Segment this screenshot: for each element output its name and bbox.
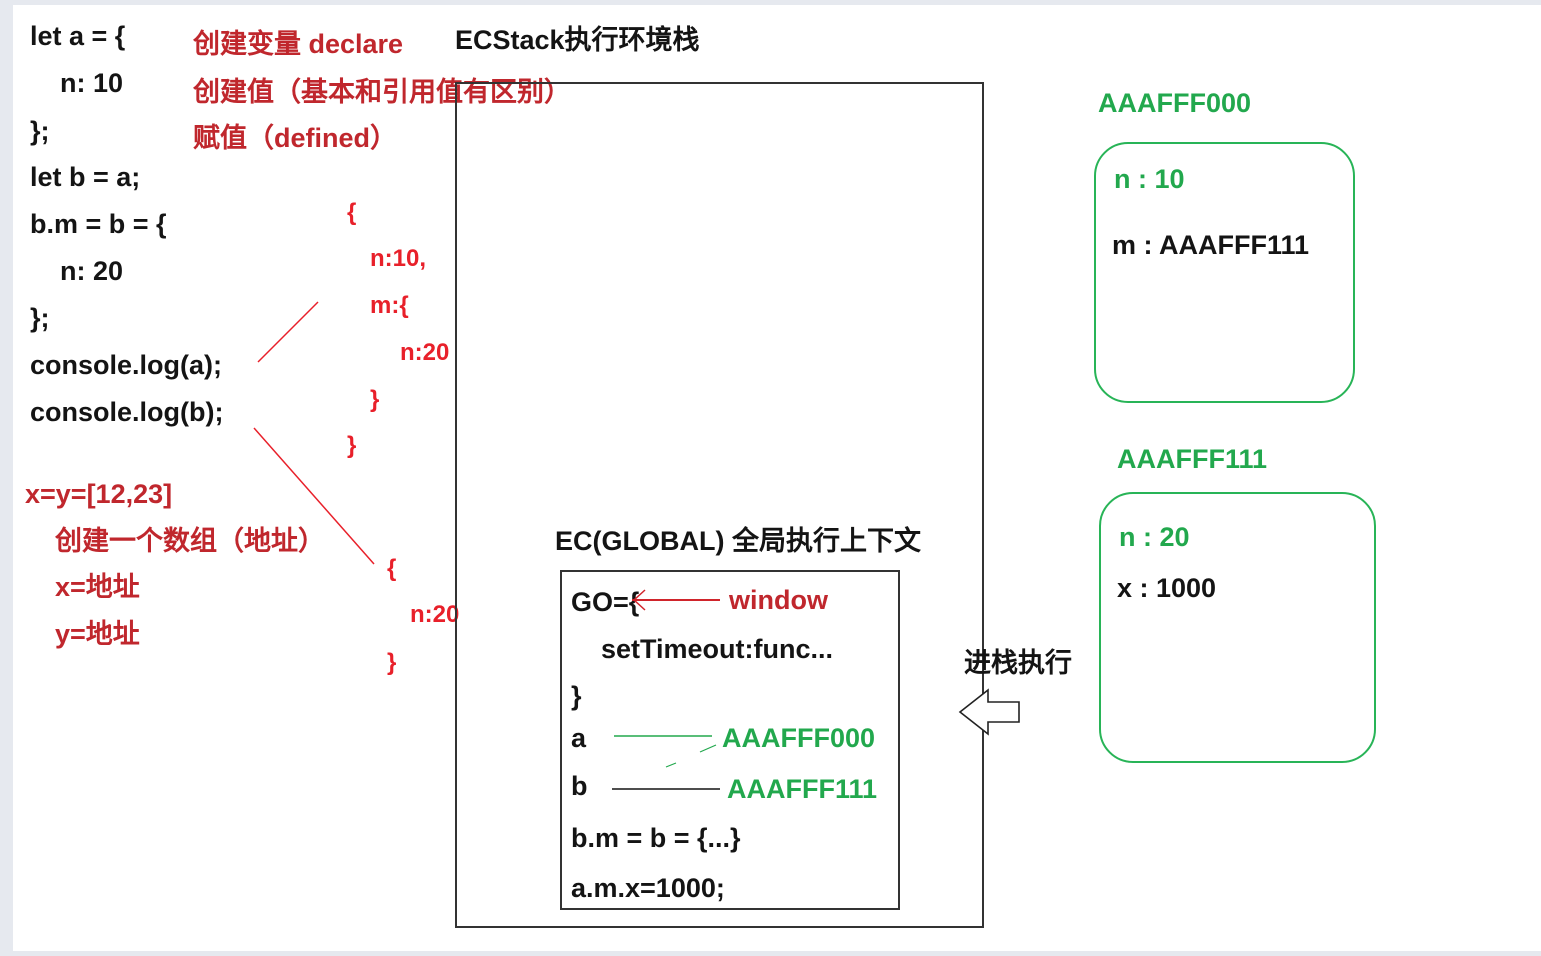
heap-obj1-address: AAAFFF000 [1098, 88, 1252, 118]
heap-obj2-box: n : 20 x : 1000 [1099, 492, 1376, 763]
note-assign: 赋值（defined） [193, 123, 398, 153]
var-b-address: AAAFFF111 [727, 774, 878, 804]
array-note-line: 创建一个数组（地址） [55, 526, 325, 556]
statement-amx: a.m.x=1000; [571, 873, 725, 903]
dash-mark [699, 744, 717, 753]
code-line: n: 20 [60, 256, 124, 286]
code-line: let a = { [30, 21, 126, 51]
note-declare: 创建变量 declare [193, 29, 404, 59]
var-a-address: AAAFFF000 [722, 723, 876, 753]
sketch-brace: } [347, 432, 357, 459]
sketch-link-line [257, 301, 319, 363]
settimeout-label: setTimeout:func... [601, 634, 834, 664]
ecstack-title: ECStack执行环境栈 [455, 25, 700, 55]
array-note-line: x=y=[12,23] [25, 479, 173, 509]
sketch-brace: { [387, 555, 397, 582]
sketch-line: n:20 [410, 601, 460, 628]
ec-global-box: GO={ window setTimeout:func... } a AAAFF… [560, 570, 900, 910]
go-label: GO={ [571, 587, 640, 617]
code-line: }; [30, 303, 50, 333]
ec-global-title: EC(GLOBAL) 全局执行上下文 [555, 526, 921, 556]
code-line: }; [30, 116, 50, 146]
heap-obj1-m: m : AAAFFF111 [1112, 230, 1310, 260]
push-execute-label: 进栈执行 [964, 648, 1072, 678]
heap-obj1-n: n : 10 [1114, 164, 1185, 194]
var-b-label: b [571, 771, 588, 801]
code-line: let b = a; [30, 162, 141, 192]
heap-obj2-n: n : 20 [1119, 522, 1190, 552]
array-note-line: x=地址 [55, 572, 140, 602]
window-frame-top [0, 0, 1541, 5]
code-line: n: 10 [60, 68, 124, 98]
heap-obj2-address: AAAFFF111 [1117, 444, 1268, 474]
sketch-line: n:20 [400, 339, 450, 366]
sketch-brace: } [387, 649, 397, 676]
array-note-line: y=地址 [55, 619, 140, 649]
go-close-brace: } [571, 681, 582, 711]
var-a-label: a [571, 723, 587, 753]
window-label: window [729, 585, 828, 615]
dash-mark [665, 762, 677, 768]
sketch-line: n:10, [370, 245, 427, 272]
window-frame-bottom [0, 951, 1541, 956]
heap-obj1-box: n : 10 m : AAAFFF111 [1094, 142, 1355, 403]
code-line: b.m = b = { [30, 209, 167, 239]
heap-obj2-x: x : 1000 [1117, 573, 1217, 603]
window-pointer-tick [632, 589, 646, 611]
sketch-brace: { [347, 199, 357, 226]
sketch-brace: } [370, 386, 380, 413]
code-line: console.log(b); [30, 397, 224, 427]
sketch-link-line [253, 427, 375, 565]
statement-bm: b.m = b = {...} [571, 823, 741, 853]
push-arrow-icon [958, 688, 1020, 736]
sketch-line: m:{ [370, 292, 409, 319]
ecstack-box [455, 82, 984, 928]
code-line: console.log(a); [30, 350, 223, 380]
window-frame-left [0, 0, 13, 956]
